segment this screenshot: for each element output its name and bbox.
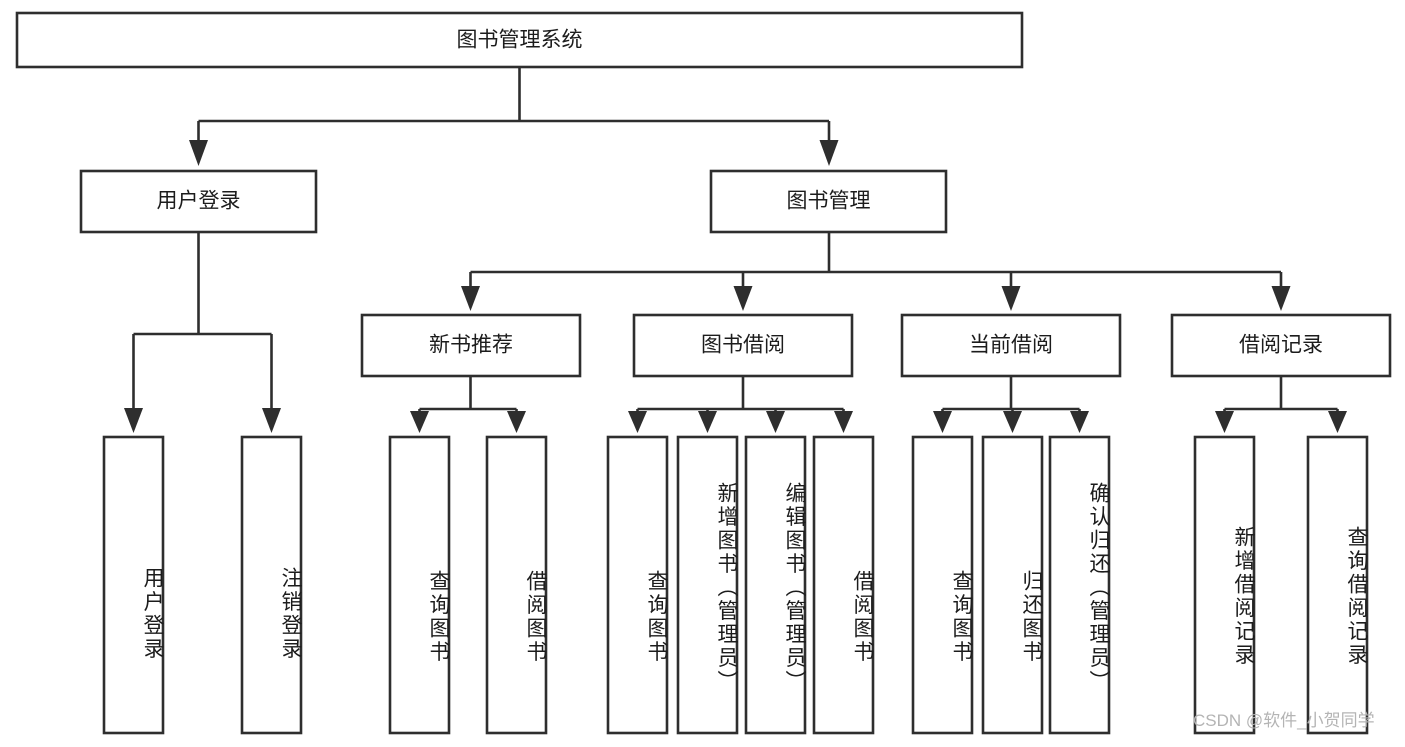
- arrow-current-leaf-3: [1070, 411, 1089, 433]
- node-book-management-box[interactable]: [709, 169, 948, 234]
- arrow-record-leaf-1: [1215, 411, 1234, 433]
- node-user-login-label: 用户登录: [157, 190, 241, 213]
- leaf-box-record-add[interactable]: [1193, 435, 1256, 735]
- arrow-borrow-leaf-4: [834, 411, 853, 433]
- arrow-user-leaf-2: [262, 408, 281, 433]
- arrow-borrow-leaf-3: [766, 411, 785, 433]
- connector-group-user-login: [124, 232, 281, 433]
- node-root-label: 图书管理系统: [457, 29, 583, 52]
- connector-group-record: [1215, 376, 1347, 433]
- connector-group-root: [189, 67, 839, 166]
- connector-group-current: [933, 376, 1089, 433]
- arrow-newbook-leaf-2: [507, 411, 526, 433]
- node-new-book-recommend-box[interactable]: [360, 313, 582, 378]
- connector-group-new-book: [410, 376, 526, 433]
- leaf-box-user-logout[interactable]: [240, 435, 303, 735]
- arrow-user-leaf-1: [124, 408, 143, 433]
- node-book-borrow-box[interactable]: [632, 313, 854, 378]
- arrow-current-leaf-2: [1003, 411, 1022, 433]
- arrow-newbook-leaf-1: [410, 411, 429, 433]
- arrow-root-to-user: [189, 140, 208, 166]
- arrow-record-leaf-2: [1328, 411, 1347, 433]
- csdn-watermark: CSDN @软件_小贺同学: [1193, 711, 1375, 730]
- leaf-box-user-login[interactable]: [102, 435, 165, 735]
- leaf-box-borrow-query[interactable]: [606, 435, 669, 735]
- node-new-book-recommend-label: 新书推荐: [429, 334, 513, 357]
- leaf-box-newbook-query[interactable]: [388, 435, 451, 735]
- arrow-book-to-new: [461, 286, 480, 311]
- node-book-borrow-label: 图书借阅: [701, 334, 785, 357]
- node-borrow-record[interactable]: 借阅记录: [1170, 313, 1392, 378]
- arrow-book-to-borrow: [733, 286, 753, 311]
- node-current-borrow-box[interactable]: [900, 313, 1122, 378]
- connector-group-book-mgmt: [461, 232, 1291, 311]
- leaf-box-newbook-borrow[interactable]: [485, 435, 548, 735]
- node-current-borrow[interactable]: 当前借阅: [900, 313, 1122, 378]
- node-user-login[interactable]: 用户登录: [79, 169, 318, 234]
- arrow-borrow-leaf-2: [698, 411, 717, 433]
- node-current-borrow-label: 当前借阅: [969, 334, 1053, 357]
- connector-group-borrow: [628, 376, 853, 433]
- leaf-boxes: [102, 435, 1369, 735]
- leaf-box-borrow-edit[interactable]: [744, 435, 807, 735]
- leaf-box-current-confirm[interactable]: [1048, 435, 1111, 735]
- arrow-root-to-book: [819, 140, 839, 166]
- leaf-box-current-query[interactable]: [911, 435, 974, 735]
- node-borrow-record-label: 借阅记录: [1239, 334, 1323, 357]
- leaf-box-borrow-add[interactable]: [676, 435, 739, 735]
- arrow-book-to-current: [1001, 286, 1021, 311]
- node-new-book-recommend[interactable]: 新书推荐: [360, 313, 582, 378]
- leaf-box-record-query[interactable]: [1306, 435, 1369, 735]
- leaf-box-borrow-lend[interactable]: [812, 435, 875, 735]
- arrow-borrow-leaf-1: [628, 411, 647, 433]
- node-user-login-box[interactable]: [79, 169, 318, 234]
- node-root-box[interactable]: [15, 11, 1024, 69]
- node-root[interactable]: 图书管理系统: [15, 11, 1024, 69]
- leaf-box-current-return[interactable]: [981, 435, 1044, 735]
- node-book-management-label: 图书管理: [787, 190, 871, 213]
- arrow-book-to-record: [1271, 286, 1291, 311]
- arrow-current-leaf-1: [933, 411, 952, 433]
- node-borrow-record-box[interactable]: [1170, 313, 1392, 378]
- node-book-borrow[interactable]: 图书借阅: [632, 313, 854, 378]
- node-book-management[interactable]: 图书管理: [709, 169, 948, 234]
